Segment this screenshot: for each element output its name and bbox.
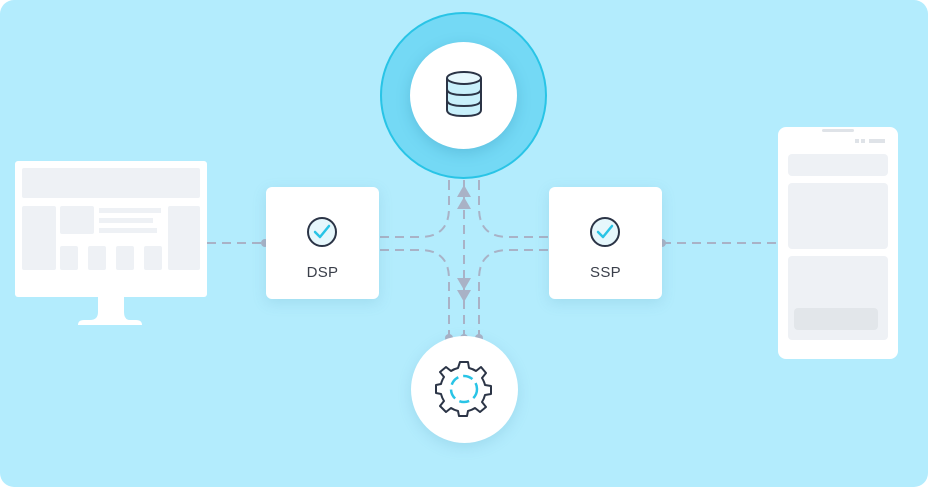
connector-dsp-db bbox=[380, 185, 450, 238]
desktop-monitor-icon bbox=[15, 161, 207, 325]
database-icon bbox=[446, 71, 482, 118]
processing-node[interactable] bbox=[411, 336, 518, 443]
check-icon bbox=[590, 217, 620, 247]
ssp-node[interactable]: SSP bbox=[549, 187, 662, 299]
connector-ssp-db bbox=[478, 185, 548, 238]
ssp-label: SSP bbox=[590, 264, 621, 281]
arrow-down-icon bbox=[457, 278, 471, 302]
check-icon bbox=[307, 217, 337, 247]
connector-ssp-gear bbox=[478, 249, 548, 300]
gear-icon bbox=[435, 361, 492, 417]
mobile-phone-icon bbox=[778, 127, 898, 359]
dsp-label: DSP bbox=[306, 264, 339, 281]
arrow-up-icon bbox=[457, 185, 471, 209]
connector-dsp-gear bbox=[380, 249, 450, 300]
database-node[interactable] bbox=[410, 42, 517, 149]
dsp-node[interactable]: DSP bbox=[266, 187, 379, 299]
